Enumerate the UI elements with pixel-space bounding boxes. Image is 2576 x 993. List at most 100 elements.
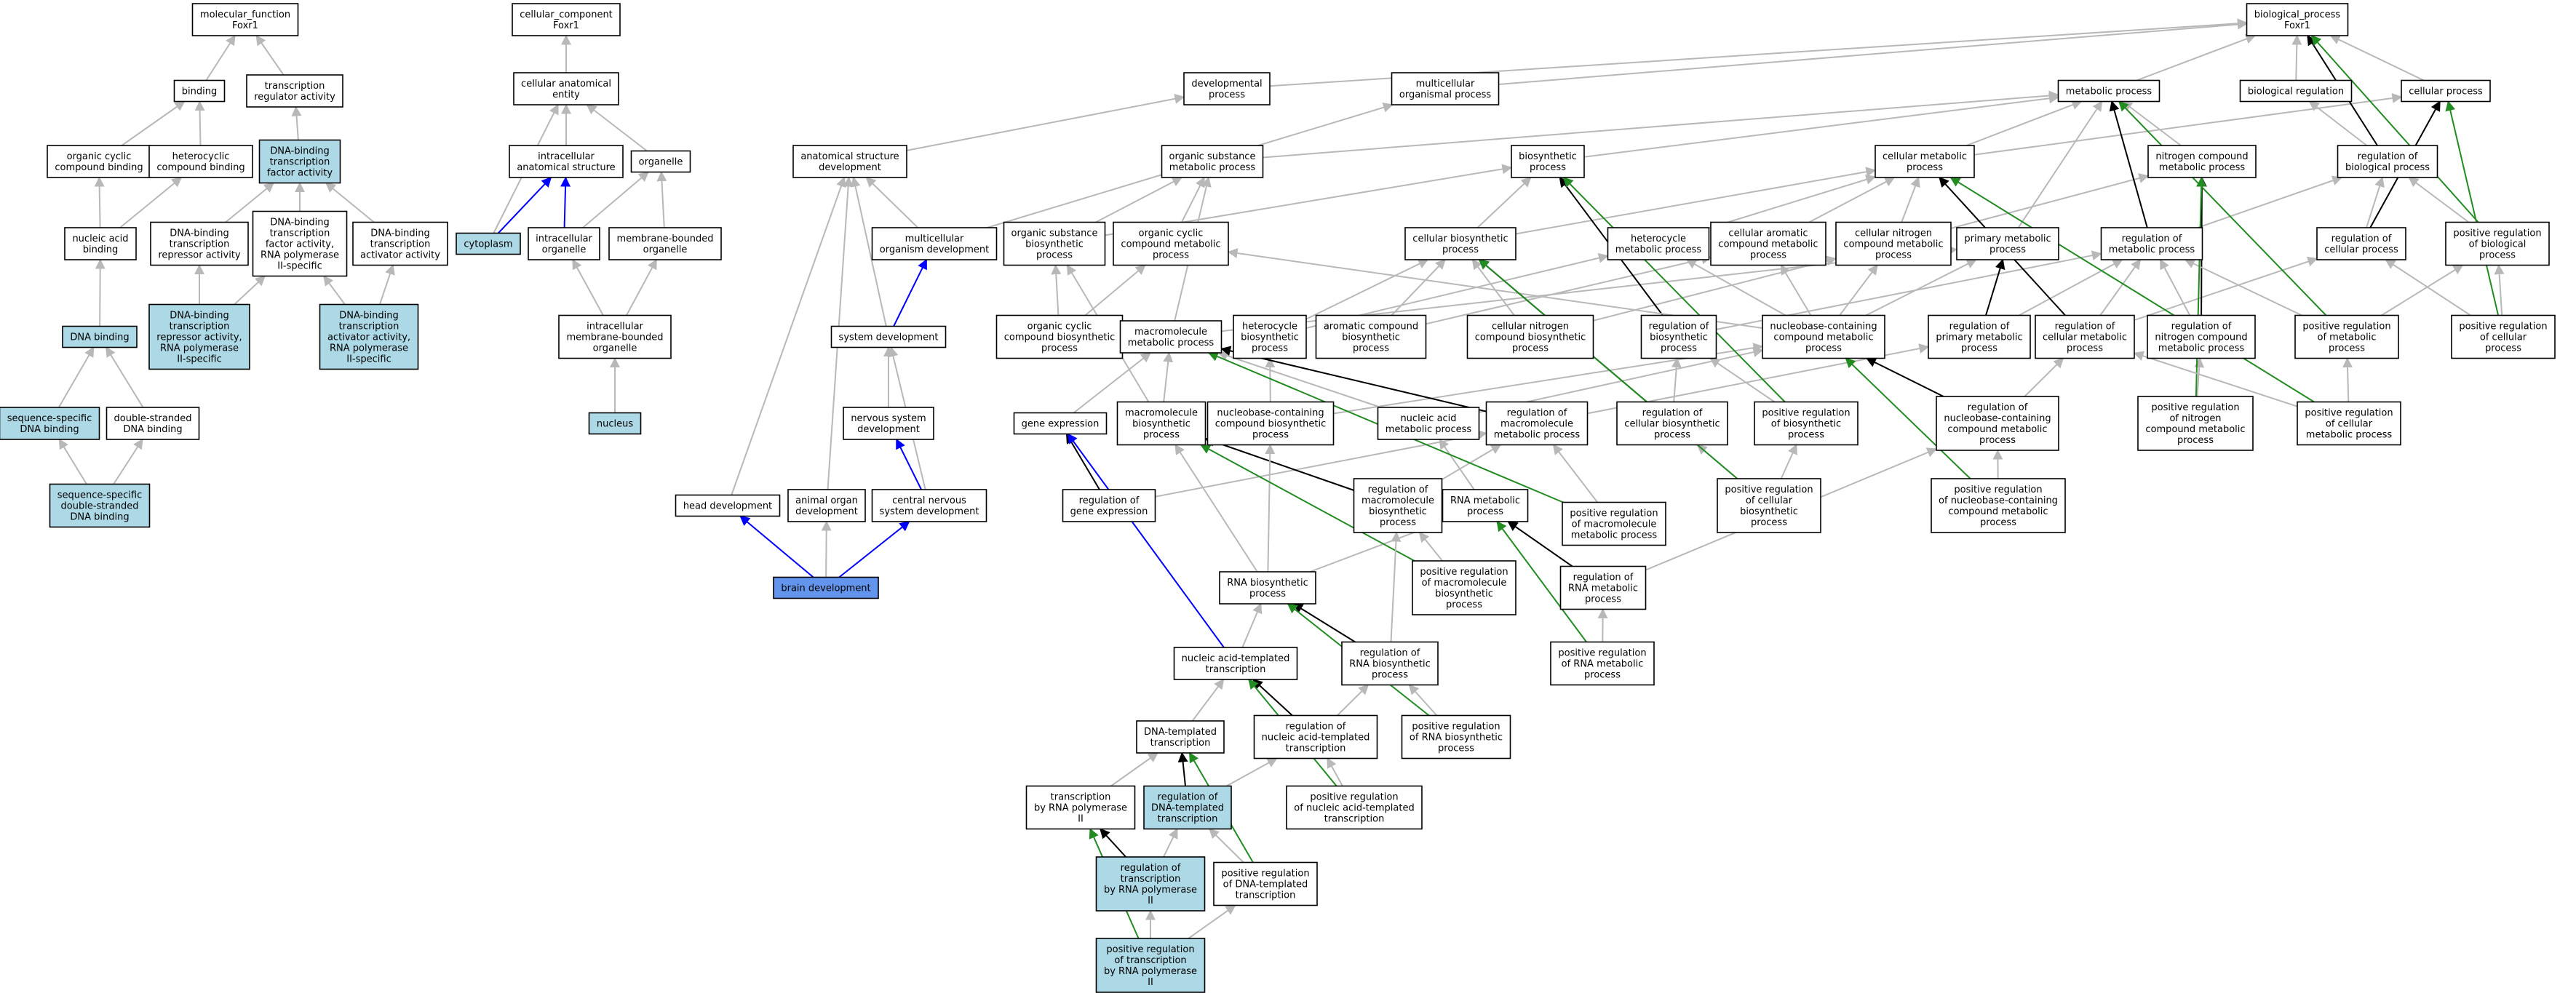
node-organelle[interactable]: organelle bbox=[630, 150, 691, 173]
node-sysdev[interactable]: system development bbox=[830, 325, 947, 348]
node-geneexp[interactable]: gene expression bbox=[1013, 412, 1108, 435]
node-braindev[interactable]: brain development bbox=[773, 576, 879, 599]
node-cytoplasm[interactable]: cytoplasm bbox=[456, 232, 521, 255]
node-metproc[interactable]: metabolic process bbox=[2057, 79, 2160, 103]
node-regnbcmp[interactable]: regulation ofnucleobase-containingcompou… bbox=[1936, 396, 2059, 451]
node-nucleus[interactable]: nucleus bbox=[588, 412, 642, 435]
node-cellproc[interactable]: cellular process bbox=[2401, 79, 2491, 103]
node-dnab[interactable]: DNA binding bbox=[62, 325, 138, 348]
node-binding[interactable]: binding bbox=[173, 79, 226, 103]
node-headdev[interactable]: head development bbox=[675, 494, 781, 517]
node-bioreg[interactable]: biological regulation bbox=[2239, 79, 2353, 103]
node-regmbp[interactable]: regulation ofmacromoleculebiosyntheticpr… bbox=[1353, 478, 1443, 533]
node-label-line: DNA-binding bbox=[270, 218, 330, 228]
edge-is-a bbox=[1209, 828, 1244, 864]
node-label-line: regulation of bbox=[1121, 863, 1181, 874]
